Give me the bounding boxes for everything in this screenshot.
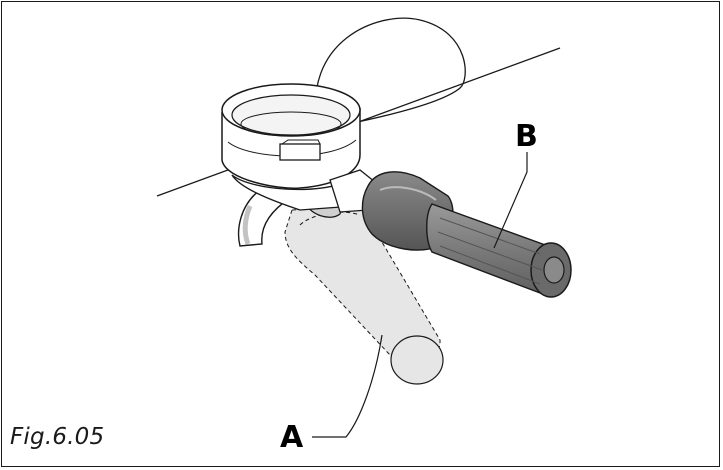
callout-label-a: A (280, 420, 304, 455)
callout-label-b: B (515, 119, 538, 154)
leader-line-b (493, 152, 528, 249)
filter-basket (221, 83, 370, 211)
leader-line-a (312, 334, 383, 438)
handle-position-b (361, 171, 572, 298)
figure-caption: Fig.6.05 (10, 424, 105, 450)
rotation-arc (315, 17, 466, 131)
